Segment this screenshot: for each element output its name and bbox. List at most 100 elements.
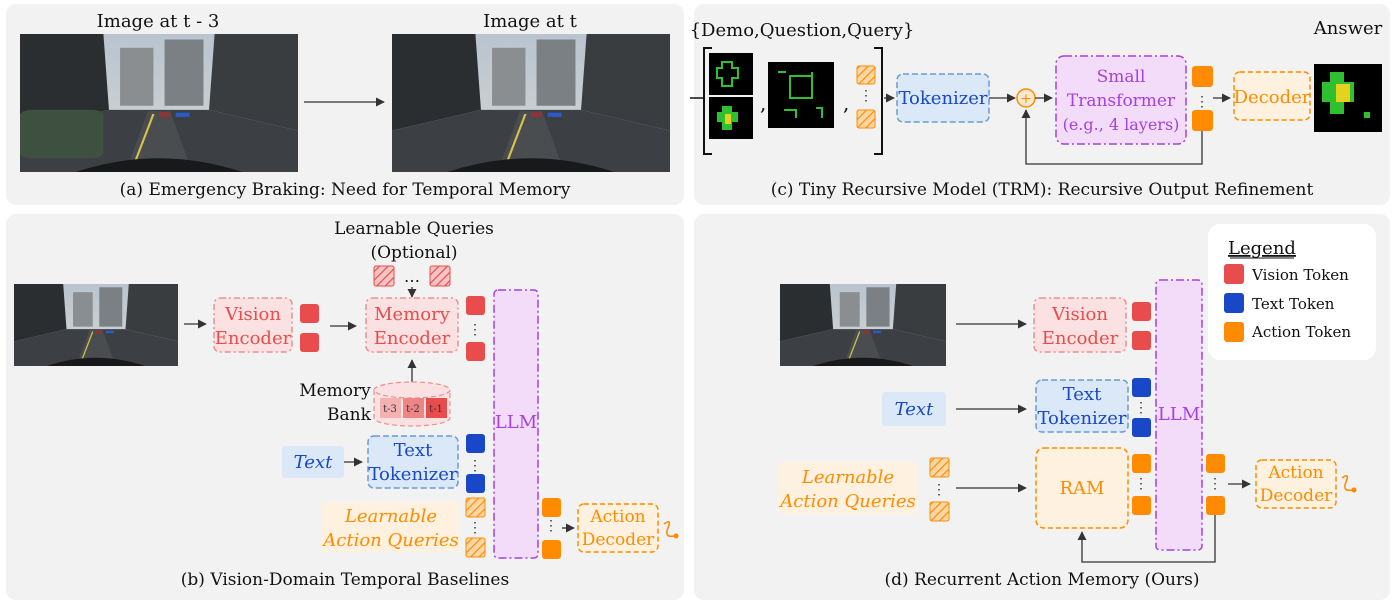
llm-box-d [1155,279,1203,551]
queries-label-2: (Optional) [370,243,457,263]
demo-grid-2 [709,97,753,139]
svg-text:⋮: ⋮ [859,88,873,104]
memory-token-bottom [466,342,485,361]
caption-c: (c) Tiny Recursive Model (TRM): Recursiv… [771,180,1314,200]
transformer-line1: Small [1097,67,1146,87]
recursion-loop-arrow [1021,109,1203,165]
action-token-out-b-top [542,498,561,517]
inputs-label: {Demo,Question,Query} [690,20,915,41]
svg-text:⋮: ⋮ [544,518,558,534]
tokenizer-label: Tokenizer [898,88,987,109]
text-tokenizer-b-line2: Tokenizer [368,464,457,485]
legend-title: Legend [1228,238,1296,259]
vision-encoder-b-line2: Encoder [215,328,292,349]
text-tokenizer-d-line2: Tokenizer [1037,408,1126,429]
legend-item-text: Text Token [1252,295,1335,313]
decoder-box [1233,71,1311,121]
text-input-box-d [882,392,946,426]
legend-swatch-action [1224,322,1244,342]
trajectory-icon [663,520,675,538]
image-left-label: Image at t - 3 [97,11,220,32]
action-decoder-box-b [577,503,659,553]
text-input-b: Text [294,452,333,473]
svg-text:⋮: ⋮ [468,458,482,474]
action-queries-b-line2: Action Queries [321,530,458,551]
query-token-bottom [856,109,876,129]
small-transformer-box [1055,55,1187,145]
panel-d: Vision Encoder LLM Text Text Tokenizer ⋮… [778,224,1376,590]
action-queries-d-line2: Action Queries [778,491,915,512]
recurrent-loop-arrow [1077,515,1216,563]
text-token-d-top [1132,378,1151,397]
svg-text:+: + [1020,91,1032,107]
action-decoder-b-line2: Decoder [582,530,655,550]
svg-text:⋮: ⋮ [932,482,946,498]
bank-slot: t-2 [406,404,420,415]
vision-encoder-d-line1: Vision [1051,304,1108,325]
bank-slot: t-1 [429,404,443,415]
query-token-top [856,65,876,85]
svg-text:⋮: ⋮ [468,322,482,338]
action-query-token-d-bottom [929,501,950,522]
svg-text:,: , [843,91,849,115]
svg-text:⋮: ⋮ [1134,476,1148,492]
caption-b: (b) Vision-Domain Temporal Baselines [181,570,509,590]
text-tokenizer-b-line1: Text [394,440,433,461]
transformer-line3: (e.g., 4 layers) [1063,115,1180,134]
svg-text:⋮: ⋮ [1195,94,1209,110]
action-queries-d-line1: Learnable [801,467,894,488]
decoder-label: Decoder [1234,87,1311,108]
action-query-token-b-bottom [465,537,486,558]
memory-bank-label-1: Memory [299,381,371,401]
svg-text:,: , [760,91,766,115]
memory-bank-cylinder: t-3 t-2 t-1 [373,381,451,427]
street-image-d [780,284,946,366]
answer-grid [1314,64,1382,132]
demo-grid-1 [709,53,753,95]
street-image-t [392,34,670,172]
street-image-b [14,284,178,366]
panel-c: {Demo,Question,Query} Answer , , ⋮ Token… [690,18,1383,200]
legend-swatch-vision [1224,264,1244,284]
legend-item-vision: Vision Token [1251,266,1349,284]
queries-label-1: Learnable Queries [334,219,494,239]
memory-query-token-right [429,265,451,287]
left-bracket [703,47,712,155]
ram-box [1035,447,1129,529]
llm-box-b [493,289,539,559]
action-query-token-d-top [929,457,950,478]
vision-encoder-b-line1: Vision [224,304,281,325]
legend-swatch-text [1224,293,1244,313]
memory-bank-label-2: Bank [327,405,372,425]
output-token-top [1192,66,1213,87]
action-queries-box-b [322,502,460,552]
text-token-b-bottom [466,474,485,493]
action-token-out-d-bottom [1206,496,1225,515]
text-tokenizer-d-line1: Text [1063,384,1102,405]
text-tokenizer-box-d [1035,379,1129,433]
action-decoder-box-d [1255,459,1337,509]
vision-encoder-box-d [1033,297,1127,353]
memory-encoder-line2: Encoder [374,328,451,349]
vision-encoder-box-b [213,297,293,353]
ram-token-bottom [1132,496,1151,515]
panel-a: Image at t - 3 Image at t (a) Emergency … [20,11,670,200]
trajectory-icon [1341,474,1353,492]
vision-token-b-2 [300,333,319,352]
ram-label: RAM [1060,478,1105,499]
text-input-d: Text [895,399,934,420]
street-image-t-minus-3 [20,34,298,172]
text-token-b-top [466,434,485,453]
caption-a: (a) Emergency Braking: Need for Temporal… [120,180,571,200]
svg-text:⋮: ⋮ [1134,400,1148,416]
ram-token-top [1132,454,1151,473]
vision-token-b-1 [300,304,319,323]
llm-label-d: LLM [1158,404,1200,425]
vision-token-d-1 [1132,302,1151,321]
panel-c-bg [694,4,1390,205]
text-tokenizer-box-b [367,435,459,489]
svg-text:⋮: ⋮ [1208,476,1222,492]
llm-label-b: LLM [495,412,537,433]
question-grid [768,62,834,128]
